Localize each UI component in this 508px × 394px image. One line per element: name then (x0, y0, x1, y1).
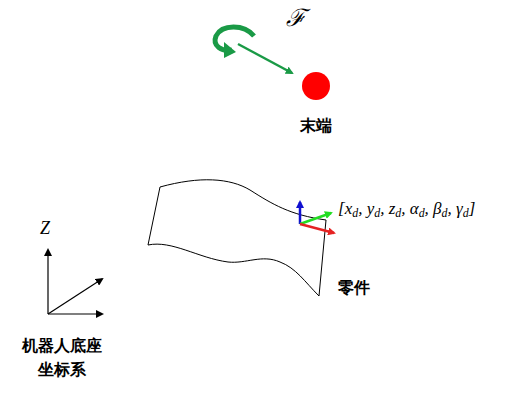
frame-y-axis (300, 213, 331, 224)
force-arrow (238, 44, 292, 73)
force-label: ℱ (286, 4, 306, 33)
part-label: 零件 (338, 278, 370, 297)
pose-label: [xd, yd, zd, αd, βd, γd] (338, 199, 475, 219)
moment-arrow (215, 27, 254, 50)
base-y-axis (48, 279, 102, 314)
frame-x-axis (300, 224, 334, 233)
base-frame-label: 机器人底座 坐标系 (20, 334, 105, 382)
axis-label: Z (40, 218, 50, 240)
end-effector-label: 末端 (300, 116, 332, 135)
base-z-axis (47, 250, 48, 314)
part-outline (148, 180, 326, 296)
frame-z-axis (299, 202, 302, 224)
end-effector-dot (302, 72, 330, 100)
base-x-axis (48, 313, 102, 314)
moment-arrow-head (224, 42, 236, 58)
